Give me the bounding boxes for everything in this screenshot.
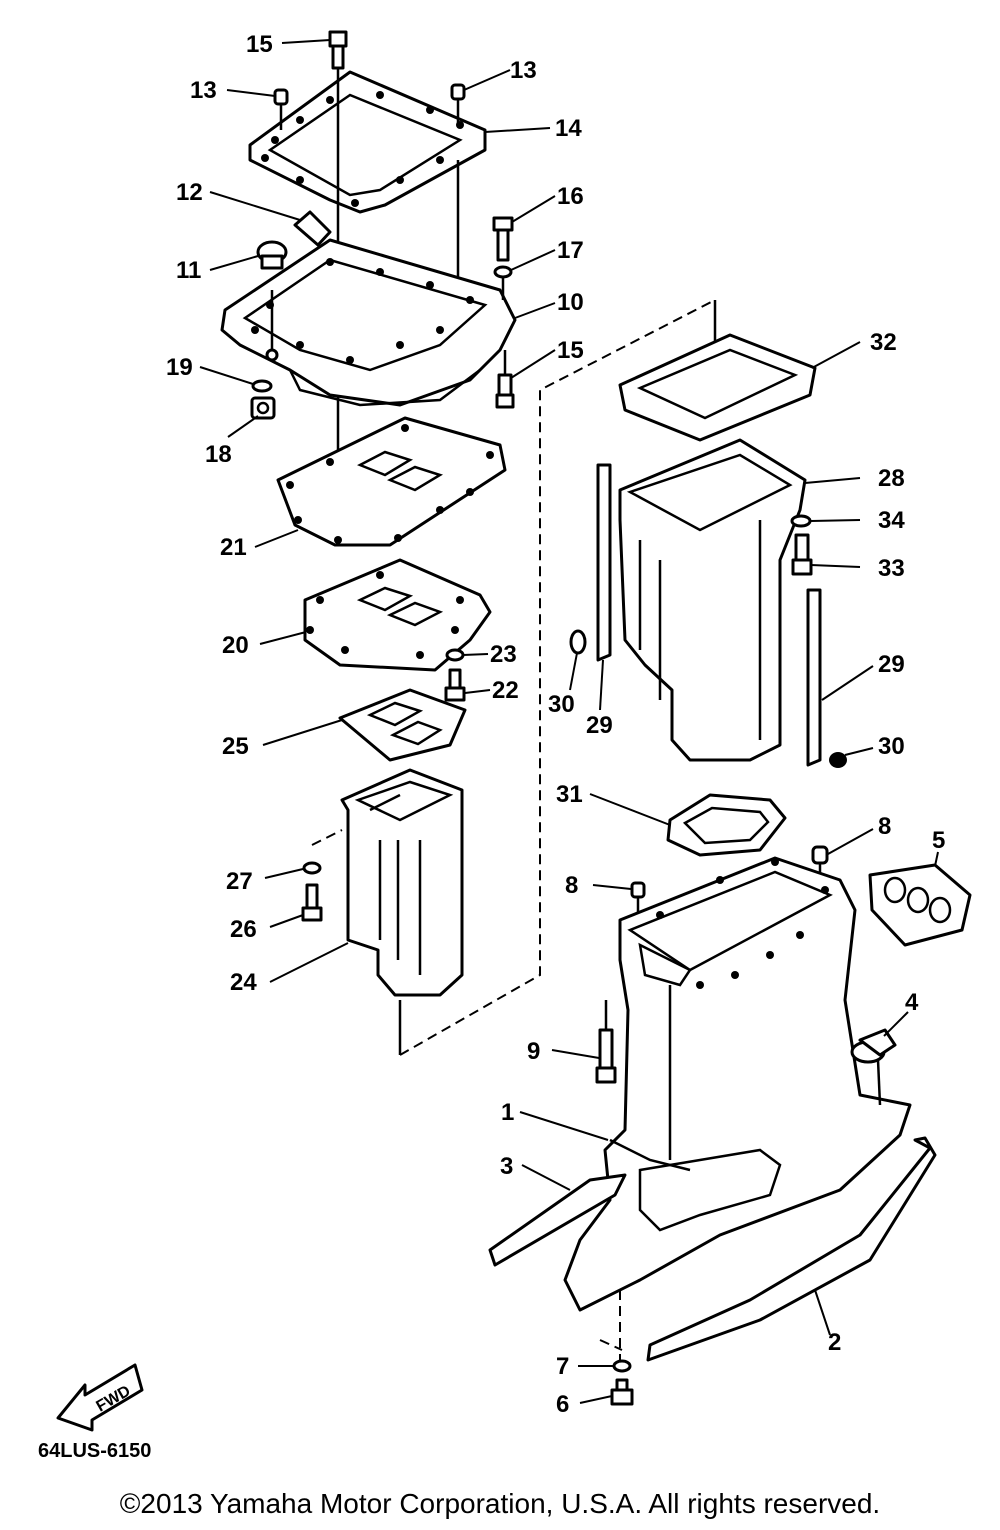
callout-33: 33 (878, 555, 905, 582)
part-1-bolt-holes (656, 858, 829, 989)
part-11-plug (256, 240, 288, 270)
part-20-adapter-plate (303, 558, 492, 672)
callout-14: 14 (555, 115, 582, 142)
part-5-mount (868, 863, 972, 947)
part-27-washer (302, 861, 322, 875)
callout-25: 25 (222, 733, 249, 760)
part-21-bolt-holes (286, 424, 494, 544)
part-33-bolt (791, 533, 813, 576)
callout-12: 12 (176, 179, 203, 206)
part-22-bolt (444, 668, 466, 702)
callout-1: 1 (501, 1099, 514, 1126)
part-30-grommet-left (569, 629, 587, 655)
callout-9: 9 (527, 1038, 540, 1065)
part-18-nut (250, 396, 276, 420)
assembly-reference-line (399, 299, 716, 1056)
callout-2: 2 (828, 1329, 841, 1356)
callout-13-right: 13 (510, 57, 537, 84)
callout-15-top: 15 (246, 31, 273, 58)
callout-labels: 15 13 13 14 12 16 17 11 10 15 32 19 18 2… (166, 31, 945, 1418)
part-20-bolt-holes (306, 571, 464, 659)
callout-30-left: 30 (548, 691, 575, 718)
part-28-upper-casing (618, 438, 807, 762)
part-7-washer (612, 1359, 632, 1373)
copyright-notice: ©2013 Yamaha Motor Corporation, U.S.A. A… (119, 1488, 881, 1519)
part-1-lower-casing (563, 856, 912, 1312)
callout-26: 26 (230, 916, 257, 943)
part-2-guard (646, 1136, 937, 1362)
callout-18: 18 (205, 441, 232, 468)
callout-34: 34 (878, 507, 905, 534)
callout-13-left: 13 (190, 77, 217, 104)
callout-16: 16 (557, 183, 584, 210)
callout-29-left: 29 (586, 712, 613, 739)
callout-22: 22 (492, 677, 519, 704)
callout-21: 21 (220, 534, 247, 561)
callout-4: 4 (905, 989, 919, 1016)
callout-20: 20 (222, 632, 249, 659)
part-14-bolt-holes (261, 91, 464, 207)
callout-17: 17 (557, 237, 584, 264)
part-21-ports (357, 450, 444, 492)
callout-8-right: 8 (878, 813, 891, 840)
part-14-gasket (248, 70, 487, 214)
callout-19: 19 (166, 354, 193, 381)
part-5-holes (883, 876, 952, 924)
callout-27: 27 (226, 868, 253, 895)
part-32-gasket (618, 333, 817, 442)
part-16-bolt (492, 216, 514, 262)
part-4-cap (850, 1028, 897, 1064)
part-29-seal-left (596, 463, 612, 662)
callout-11: 11 (176, 257, 201, 284)
callout-10: 10 (557, 289, 584, 316)
part-26-bolt (301, 883, 323, 922)
part-3-strip (488, 1173, 627, 1267)
callout-15-lower: 15 (557, 337, 584, 364)
callout-23: 23 (490, 641, 517, 668)
part-20-ports (356, 586, 444, 627)
part-25-ports (366, 701, 443, 746)
part-10-bolt-holes (251, 258, 474, 364)
part-19-washer (251, 379, 273, 393)
callout-5: 5 (932, 827, 945, 854)
callout-31: 31 (556, 781, 583, 808)
part-8-dowel-right (811, 845, 829, 865)
callout-32: 32 (870, 329, 897, 356)
part-29-seal-right (806, 588, 822, 767)
part-15-bolt-lower (495, 373, 515, 409)
part-34-washer (790, 514, 812, 528)
part-6-screw (610, 1378, 634, 1406)
callout-29-right: 29 (878, 651, 905, 678)
part-12-sensor (293, 210, 332, 247)
part-25-gasket (338, 688, 467, 762)
part-13-dowel-right (450, 83, 466, 101)
part-31-seal (666, 793, 787, 857)
callout-24: 24 (230, 969, 257, 996)
callout-6: 6 (556, 1391, 569, 1418)
part-30-grommet-right (829, 752, 847, 768)
part-15-bolt-top (328, 30, 348, 70)
part-10-upper-case (220, 238, 517, 407)
part-17-washer (493, 265, 513, 279)
diagram-code: 64LUS-6150 (38, 1440, 152, 1462)
callout-8-left: 8 (565, 872, 578, 899)
part-9-bolt (595, 1028, 617, 1084)
callout-3: 3 (500, 1153, 513, 1180)
leader-lines (199, 39, 939, 1404)
part-8-dowel-left (630, 881, 646, 899)
part-24-exhaust-guide (340, 768, 464, 997)
part-13-dowel-left (273, 88, 289, 106)
fwd-arrow-icon: FWD (56, 1363, 144, 1432)
callout-30-right: 30 (878, 733, 905, 760)
callout-28: 28 (878, 465, 905, 492)
callout-7: 7 (556, 1353, 569, 1380)
part-23-washer (445, 648, 465, 662)
